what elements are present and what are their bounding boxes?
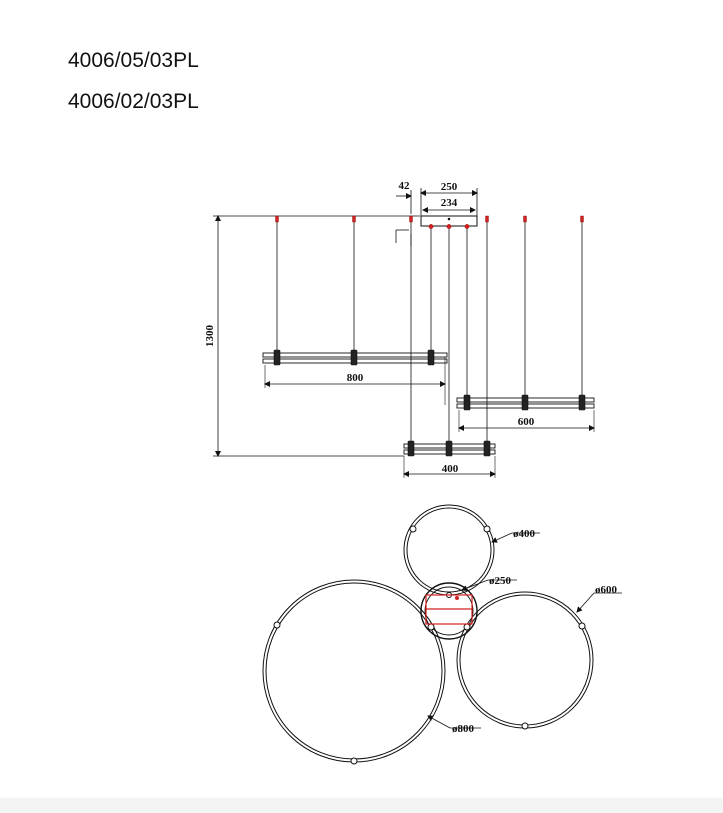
diameter-400-label: ø400 [513, 528, 536, 540]
canopy-inner-label: 234 [441, 197, 458, 209]
canopy-plate [425, 594, 473, 625]
diameter-250-label: ø250 [489, 575, 512, 587]
offset-label: 42 [399, 180, 411, 192]
canopy-top [420, 582, 478, 640]
top-view [262, 504, 594, 765]
ring-400-length-label: 400 [442, 463, 459, 475]
ceiling-anchors [275, 215, 584, 229]
canopy-anchor [455, 596, 459, 600]
ring-400-top [403, 504, 495, 596]
diameter-600-label: ø600 [595, 584, 618, 596]
suspension-wires [276, 220, 583, 442]
bottom-strip [0, 798, 723, 813]
diameter-800-label: ø800 [452, 723, 475, 735]
model-code-1: 4006/05/03PL [68, 49, 199, 72]
canopy-width-label: 250 [441, 181, 458, 193]
model-code-2: 4006/02/03PL [68, 90, 199, 113]
wire-clamps [273, 349, 586, 457]
ring-800-length-label: 800 [347, 372, 364, 384]
ring-600-length-label: 600 [518, 416, 535, 428]
height-label: 1300 [204, 325, 216, 348]
mount-points [273, 525, 586, 765]
ring-800-top [262, 579, 446, 763]
side-view [213, 188, 595, 478]
